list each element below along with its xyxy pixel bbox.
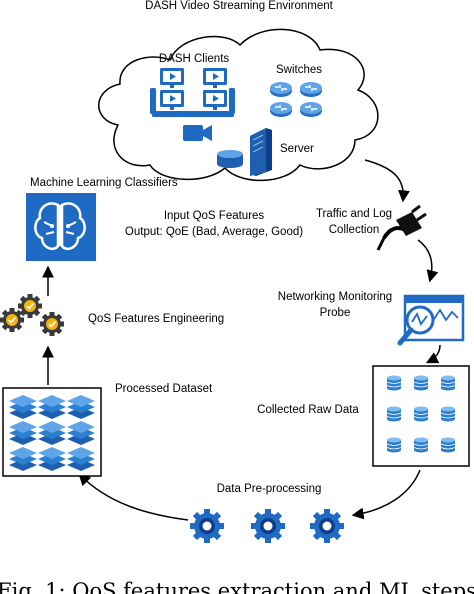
arrow-raw-to-preprocessing	[351, 469, 421, 520]
layers-stack-icon	[9, 395, 95, 471]
power-plug-icon	[376, 204, 427, 251]
database-disk-icon	[217, 150, 243, 168]
blue-gear-icon	[190, 509, 344, 543]
input-features-label: Input QoS Features	[164, 210, 265, 222]
processed-dataset-label: Processed Dataset	[115, 383, 213, 395]
monitoring-magnifier-icon	[397, 294, 465, 346]
traffic-label-line1: Traffic and Log	[316, 208, 392, 220]
arrow-probe-to-raw-data	[425, 344, 441, 364]
database-icon	[386, 375, 456, 453]
arrow-cloud-to-collection	[364, 159, 410, 203]
monitor-play-icon	[150, 68, 235, 117]
preprocessing-label: Data Pre-processing	[217, 483, 322, 495]
arrow-collection-to-probe	[417, 239, 439, 283]
traffic-label-line2: Collection	[329, 224, 380, 236]
figure-caption: Fig. 1: QoS features extraction and ML s…	[0, 579, 474, 594]
gear-check-icon	[0, 293, 65, 337]
raw-data-label: Collected Raw Data	[257, 404, 359, 416]
brain-circuit-icon	[26, 193, 96, 261]
dash-clients-label: DASH Clients	[159, 53, 230, 65]
ml-classifiers-label: Machine Learning Classifiers	[30, 177, 178, 189]
server-tower-icon	[250, 128, 272, 176]
arrow-preprocessing-to-dataset	[78, 473, 189, 521]
output-qoe-label: Output: QoE (Bad, Average, Good)	[125, 226, 303, 238]
monitoring-label-line2: Probe	[320, 307, 351, 319]
raw-data-box	[372, 365, 470, 467]
environment-cloud	[98, 28, 379, 182]
switches-label: Switches	[276, 64, 322, 76]
processed-dataset-box	[2, 387, 102, 477]
video-camera-icon	[183, 125, 212, 141]
environment-title: DASH Video Streaming Environment	[145, 0, 334, 12]
monitoring-label-line1: Networking Monitoring	[278, 291, 392, 303]
features-engineering-label: QoS Features Engineering	[88, 313, 224, 325]
server-label: Server	[280, 143, 314, 155]
